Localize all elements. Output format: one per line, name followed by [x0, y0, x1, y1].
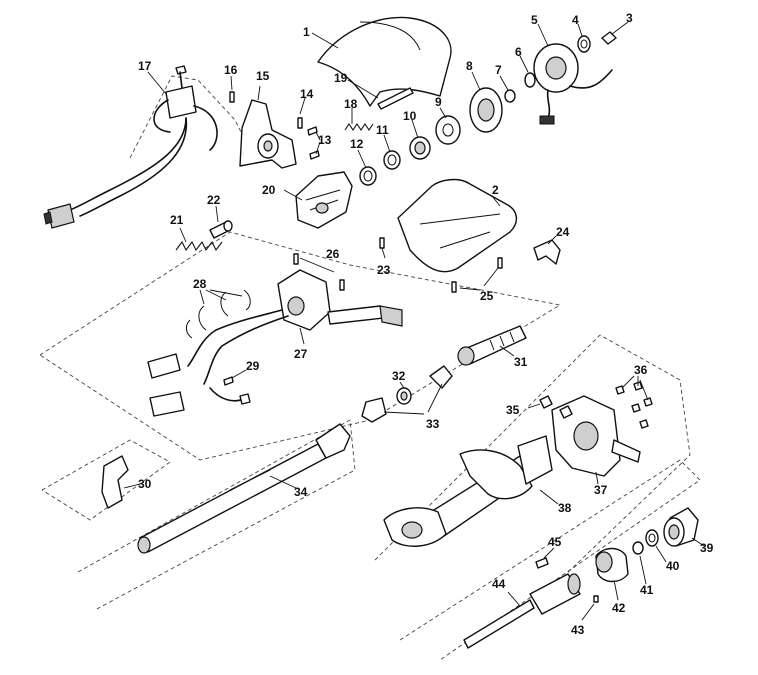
callout-19: 19 — [334, 71, 348, 85]
callout-31: 31 — [514, 355, 528, 369]
part-41-washer — [632, 541, 647, 585]
callout-28: 28 — [193, 277, 207, 291]
callout-11: 11 — [376, 123, 389, 137]
part-11-ring — [383, 134, 401, 170]
part-3-screw — [601, 21, 629, 45]
callout-33: 33 — [426, 417, 440, 431]
part-25-screws — [451, 257, 503, 293]
part-45-screw — [535, 547, 555, 569]
part-26-screw — [293, 253, 345, 291]
callout-45: 45 — [548, 535, 562, 549]
part-38-column-jacket — [383, 435, 559, 547]
part-21-spring — [175, 227, 223, 252]
part-28-retainer-clips — [185, 289, 251, 339]
callout-21: 21 — [170, 213, 184, 227]
part-24-clip — [533, 235, 561, 265]
part-30-shift-lever — [101, 455, 141, 509]
callout-20: 20 — [262, 183, 276, 197]
callout-17: 17 — [138, 59, 152, 73]
callout-34: 34 — [294, 485, 308, 499]
callout-41: 41 — [640, 583, 654, 597]
callout-7: 7 — [495, 63, 502, 77]
part-19-pin — [347, 79, 414, 110]
part-16-screw — [229, 75, 235, 103]
callout-23: 23 — [377, 263, 391, 277]
callout-labels: 1 2 3 4 5 6 7 8 9 10 11 12 13 14 15 16 1… — [138, 11, 714, 637]
part-33-clamps — [361, 365, 453, 423]
part-10-bearing — [409, 119, 431, 160]
callout-10: 10 — [403, 109, 417, 123]
part-27-turn-signal-switch — [147, 269, 403, 417]
part-8-gear — [469, 71, 503, 133]
callout-40: 40 — [666, 559, 680, 573]
callout-22: 22 — [207, 193, 221, 207]
callout-44: 44 — [492, 577, 506, 591]
callout-3: 3 — [626, 11, 633, 25]
callout-14: 14 — [300, 87, 314, 101]
part-12-seat — [357, 149, 377, 186]
part-39-bearing-housing — [663, 507, 705, 547]
part-20-ignition-switch — [283, 171, 353, 229]
callout-5: 5 — [531, 13, 538, 27]
callout-30: 30 — [138, 477, 152, 491]
part-17-switch-harness — [43, 65, 218, 229]
callout-16: 16 — [224, 63, 238, 77]
part-9-cam — [435, 107, 461, 145]
callout-35: 35 — [506, 403, 520, 417]
part-32-bearing — [396, 381, 412, 405]
callout-36: 36 — [634, 363, 648, 377]
callout-38: 38 — [558, 501, 572, 515]
part-44-lower-shaft — [463, 573, 581, 649]
callout-43: 43 — [571, 623, 585, 637]
callout-37: 37 — [594, 483, 608, 497]
callout-24: 24 — [556, 225, 570, 239]
part-13-screws — [307, 126, 321, 160]
group-outlines — [39, 75, 701, 661]
callout-26: 26 — [326, 247, 340, 261]
lower-shaft-group-outline — [399, 459, 701, 661]
part-35-bolts — [527, 395, 573, 419]
callout-18: 18 — [344, 97, 358, 111]
callout-32: 32 — [392, 369, 406, 383]
part-15-lock-housing — [239, 85, 297, 169]
upper-group-outline — [129, 75, 251, 159]
part-2-lower-cover — [397, 178, 517, 273]
callout-29: 29 — [246, 359, 260, 373]
part-1-upper-cover — [311, 16, 452, 107]
part-31-steering-shaft-end — [457, 325, 527, 366]
part-5-lock-plate — [533, 23, 613, 125]
part-42-adapter — [595, 547, 629, 601]
callout-2: 2 — [492, 183, 499, 197]
part-6-clip — [519, 55, 536, 88]
callout-4: 4 — [572, 13, 579, 27]
callout-13: 13 — [318, 133, 332, 147]
housing-group-outline — [374, 334, 691, 581]
part-22-plunger — [209, 205, 233, 239]
part-34-steering-shaft — [137, 423, 351, 554]
part-7-washer — [499, 75, 516, 103]
part-18-spring — [344, 108, 374, 131]
part-23-screw — [379, 237, 386, 259]
part-36-screws — [615, 375, 653, 429]
callout-6: 6 — [515, 45, 522, 59]
part-14-screw — [297, 97, 306, 129]
callout-8: 8 — [466, 59, 473, 73]
callout-39: 39 — [700, 541, 714, 555]
callout-1: 1 — [303, 25, 310, 39]
callout-25: 25 — [480, 289, 494, 303]
part-4-ring — [577, 23, 591, 53]
shaft-group-outline — [77, 419, 356, 611]
callout-9: 9 — [435, 95, 442, 109]
callout-15: 15 — [256, 69, 270, 83]
callout-27: 27 — [294, 347, 308, 361]
switch-group-outline — [39, 231, 562, 461]
part-29-screw — [223, 369, 247, 386]
callout-12: 12 — [350, 137, 364, 151]
part-43-screw — [581, 595, 599, 621]
callout-42: 42 — [612, 601, 626, 615]
part-40-nut — [645, 529, 667, 563]
